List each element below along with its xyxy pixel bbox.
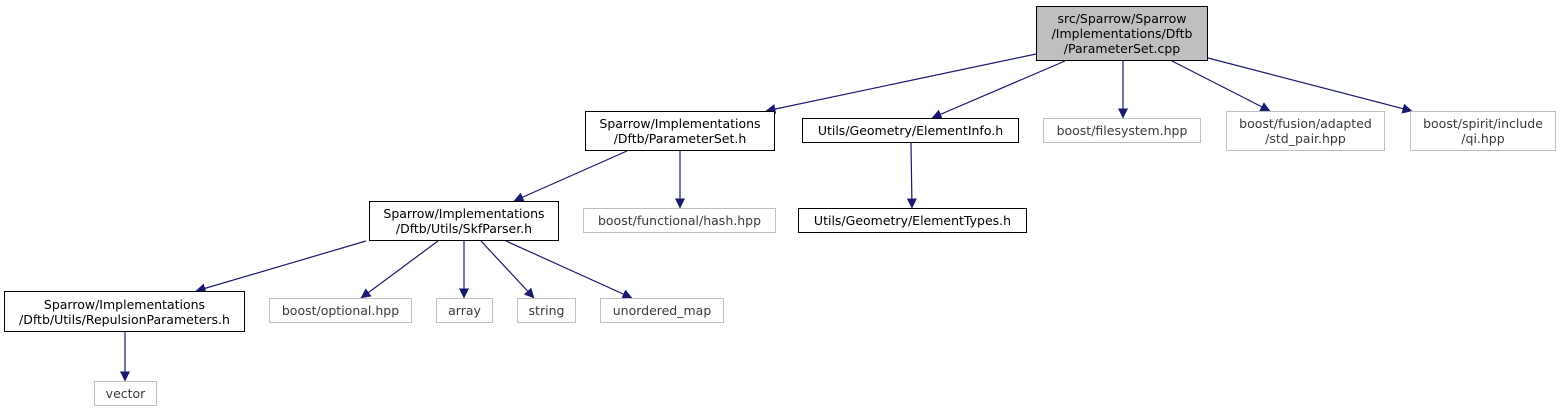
node-boost-optional[interactable]: boost/optional.hpp <box>269 298 412 323</box>
dependency-edges <box>120 53 1413 382</box>
edge-root-to-paramset-h <box>765 53 1037 114</box>
edge-root-to-elementinfo-h <box>931 60 1066 119</box>
edge-root-to-boost-spirit <box>1207 57 1413 114</box>
node-boost-functional-hash[interactable]: boost/functional/hash.hpp <box>583 208 776 233</box>
node-root-parameterset-cpp[interactable]: src/Sparrow/Sparrow /Implementations/Dft… <box>1036 6 1208 61</box>
edge-skfparser-h-to-string <box>480 240 535 299</box>
edge-skfparser-h-to-unordered-map <box>505 240 633 299</box>
node-boost-fusion-std-pair[interactable]: boost/fusion/adapted /std_pair.hpp <box>1226 111 1385 151</box>
node-skfparser-h[interactable]: Sparrow/Implementations /Dftb/Utils/SkfP… <box>369 201 559 241</box>
node-repulsionparameters-h[interactable]: Sparrow/Implementations /Dftb/Utils/Repu… <box>4 291 245 332</box>
edge-elementinfo-h-to-elementtypes-h <box>906 142 917 209</box>
node-unordered-map[interactable]: unordered_map <box>600 298 724 323</box>
edge-skfparser-h-to-boost-optional <box>360 240 439 299</box>
node-string[interactable]: string <box>517 298 576 323</box>
node-boost-filesystem[interactable]: boost/filesystem.hpp <box>1043 118 1201 143</box>
node-elementinfo-h[interactable]: Utils/Geometry/ElementInfo.h <box>802 118 1019 143</box>
node-vector[interactable]: vector <box>94 381 157 406</box>
edge-paramset-h-to-skfparser-h <box>513 150 628 202</box>
node-elementtypes-h[interactable]: Utils/Geometry/ElementTypes.h <box>798 208 1027 233</box>
node-boost-spirit-qi[interactable]: boost/spirit/include /qi.hpp <box>1410 111 1556 151</box>
edge-root-to-boost-fusion <box>1171 60 1271 112</box>
node-parameterset-h[interactable]: Sparrow/Implementations /Dftb/ParameterS… <box>585 111 775 151</box>
edge-skfparser-h-to-repulsion-h <box>195 240 367 294</box>
node-array[interactable]: array <box>436 298 493 323</box>
